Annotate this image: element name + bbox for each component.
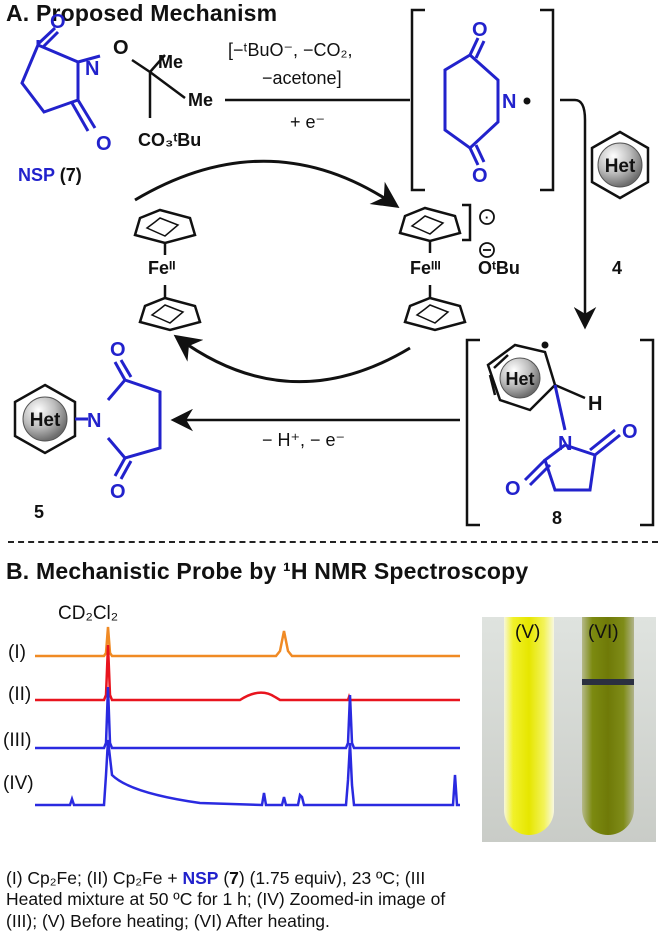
otbu-label: OᵗBu <box>478 258 520 278</box>
section-a-title: A. Proposed Mechanism <box>6 0 278 26</box>
svg-text:O: O <box>505 478 521 500</box>
nmr-spectra <box>35 626 460 807</box>
tube-v <box>504 617 554 835</box>
svg-text:·: · <box>485 210 489 225</box>
tube-vi-meniscus <box>582 679 634 685</box>
svg-text:N: N <box>87 410 101 432</box>
succinimidyl-radical <box>443 37 500 166</box>
nsp-number: (7) <box>59 165 82 185</box>
svg-text:N: N <box>558 433 572 455</box>
tube-vi <box>582 617 634 835</box>
trace-label-ii: (II) <box>8 684 32 705</box>
caption-line-1: (I) Cp₂Fe; (II) Cp₂Fe + NSP (7) (1.75 eq… <box>6 868 656 889</box>
figure-caption: (I) Cp₂Fe; (II) Cp₂Fe + NSP (7) (1.75 eq… <box>6 868 656 932</box>
me-right-label: Me <box>188 90 214 110</box>
trace-i <box>35 626 460 658</box>
svg-text:O: O <box>110 339 126 361</box>
nsp-oxygen-bottom: O <box>96 133 112 155</box>
trace-label-i: (I) <box>8 642 26 663</box>
tube-photo <box>482 617 656 842</box>
me-top-label: Me <box>158 52 184 72</box>
bottom-conditions: − H⁺, − e⁻ <box>262 430 346 450</box>
caption-nsp: NSP <box>182 868 219 888</box>
compound-5-label: 5 <box>34 502 45 522</box>
compound-4-label: 4 <box>612 258 623 278</box>
nsp-caption: NSP (7) <box>18 165 82 186</box>
co3tbu-label: CO₃ᵗBu <box>138 130 202 150</box>
section-divider <box>8 541 658 543</box>
conditions-line2: −acetone] <box>262 68 342 88</box>
svg-text:H: H <box>588 393 602 415</box>
radical-bracket <box>410 8 555 192</box>
trace-ii <box>35 644 460 702</box>
intermediate-bracket <box>465 338 655 527</box>
solvent-label: CD₂Cl₂ <box>58 603 119 624</box>
compound-8-label: 8 <box>552 508 563 528</box>
trace-label-iv: (IV) <box>3 773 34 794</box>
svg-text:Het: Het <box>605 156 636 177</box>
nsp-structure <box>20 26 101 132</box>
fe2-label: Feᴵᴵ <box>148 258 176 278</box>
trace-iv <box>35 739 460 807</box>
nsp-oxygen-top: O <box>50 11 66 33</box>
tube-label-vi: (VI) <box>588 622 619 643</box>
nsp-name: NSP <box>18 165 55 185</box>
caption-seg: (I) Cp₂Fe; (II) Cp₂Fe + <box>6 868 183 888</box>
nsp-oxygen-link: O <box>113 37 129 59</box>
mechanism-scheme: O N O O O N O Het · <box>13 8 655 527</box>
trace-label-iii: (III) <box>3 730 32 751</box>
caption-cmpd: 7 <box>229 868 239 888</box>
fe3-label: Feᴵᴵᴵ <box>410 258 441 278</box>
svg-text:O: O <box>622 421 638 443</box>
tube-label-v: (V) <box>515 622 541 643</box>
svg-text:O: O <box>472 19 488 41</box>
section-b-title: B. Mechanistic Probe by ¹H NMR Spectrosc… <box>6 558 529 584</box>
caption-line-3: (III); (V) Before heating; (VI) After he… <box>6 910 330 931</box>
svg-text:N: N <box>502 91 516 113</box>
nsp-nitrogen: N <box>85 58 99 80</box>
svg-text:Het: Het <box>30 410 61 431</box>
trace-iii <box>35 686 460 750</box>
ferrocene-left <box>133 208 202 332</box>
caption-seg: ) (1.75 equiv), 23 ºC; (III <box>238 868 426 888</box>
svg-text:O: O <box>110 481 126 503</box>
svg-text:O: O <box>472 165 488 187</box>
caption-seg: ( <box>218 868 230 888</box>
svg-text:Het: Het <box>505 369 534 389</box>
caption-line-2: Heated mixture at 50 ºC for 1 h; (IV) Zo… <box>6 889 446 910</box>
conditions-line3: + e⁻ <box>290 112 326 132</box>
conditions-line1: [−ᵗBuO⁻, −CO₂, <box>228 40 353 60</box>
ferrocene-right <box>398 203 472 332</box>
